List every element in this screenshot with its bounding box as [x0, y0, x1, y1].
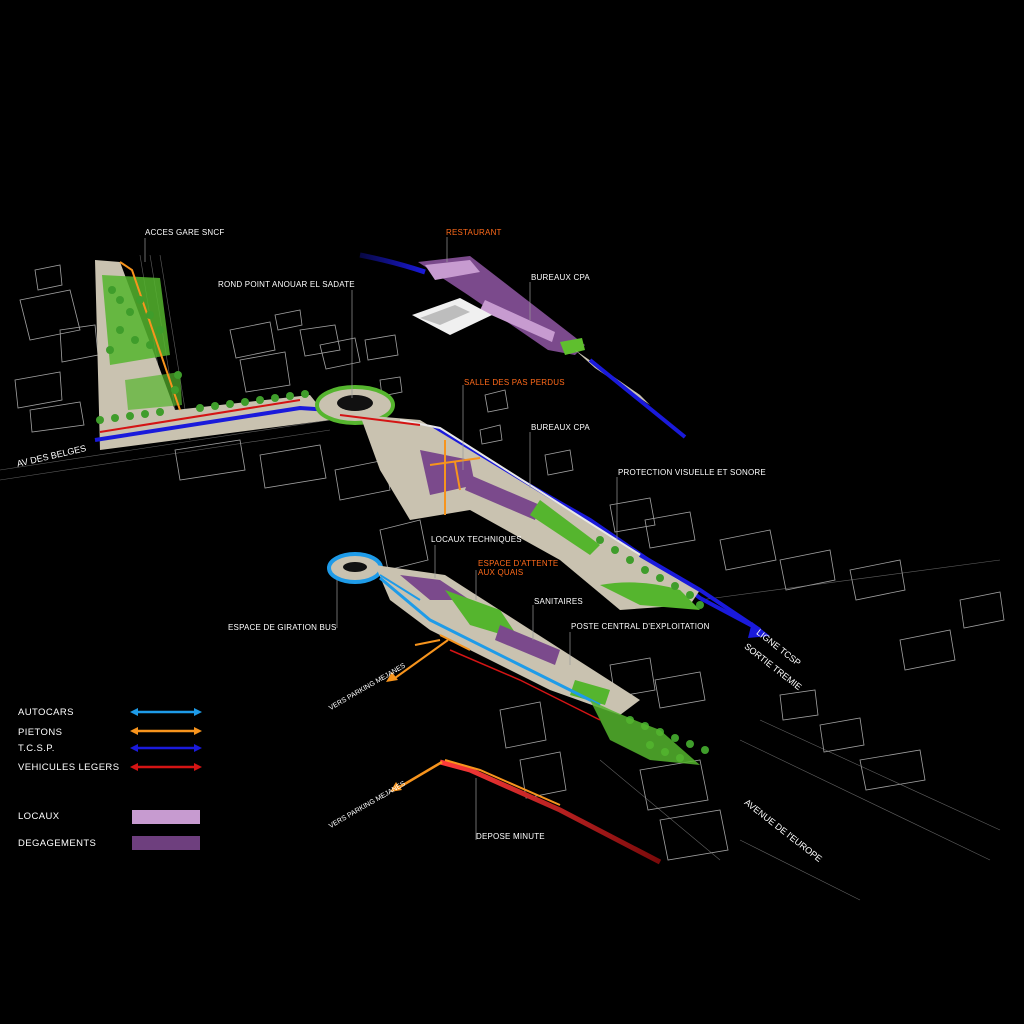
tcsp-exit-line: [638, 553, 762, 632]
legend-arrow-vehicules: [130, 763, 202, 771]
legend-arrows: [130, 708, 202, 771]
label-poste-central: POSTE CENTRAL D'EXPLOITATION: [571, 622, 710, 631]
label-sanitaires: SANITAIRES: [534, 597, 583, 606]
label-acces-gare: ACCES GARE SNCF: [145, 228, 225, 237]
legend-swatch-degagements: [132, 836, 200, 850]
label-salle-pas-perdus: SALLE DES PAS PERDUS: [464, 378, 565, 387]
label-protection: PROTECTION VISUELLE ET SONORE: [618, 468, 766, 477]
legend-label-degagements: DEGAGEMENTS: [18, 838, 97, 849]
legend-label-tcsp: T.C.S.P.: [18, 743, 55, 754]
label-depose-minute: DEPOSE MINUTE: [476, 832, 545, 841]
legend-label-vehicules: VEHICULES LEGERS: [18, 762, 120, 773]
label-espace-giration: ESPACE DE GIRATION BUS: [228, 623, 337, 632]
upper-level-offices: [359, 252, 687, 439]
label-bureaux-cpa-top: BUREAUX CPA: [531, 273, 590, 282]
label-locaux-techniques: LOCAUX TECHNIQUES: [431, 535, 522, 544]
label-espace-attente: ESPACE D'ATTENTE AUX QUAIS: [478, 559, 559, 577]
context-building-outlines: [14, 264, 1005, 861]
tcsp-exit-arrow: [748, 622, 770, 638]
main-level: [94, 260, 761, 632]
label-bureaux-cpa-mid: BUREAUX CPA: [531, 423, 590, 432]
legend-label-locaux: LOCAUX: [18, 811, 60, 822]
legend-arrow-pietons: [130, 727, 202, 735]
legend-arrow-autocars: [130, 708, 202, 716]
legend-swatch-locaux: [132, 810, 200, 824]
label-rond-point: ROND POINT ANOUAR EL SADATE: [218, 280, 355, 289]
lower-level-bus-station: [327, 552, 700, 765]
depose-minute-ramp: [390, 759, 662, 865]
legend-label-autocars: AUTOCARS: [18, 707, 74, 718]
label-restaurant: RESTAURANT: [446, 228, 502, 237]
legend-label-pietons: PIETONS: [18, 727, 63, 738]
leader-lines: [144, 237, 618, 840]
legend-arrow-tcsp: [130, 744, 202, 752]
